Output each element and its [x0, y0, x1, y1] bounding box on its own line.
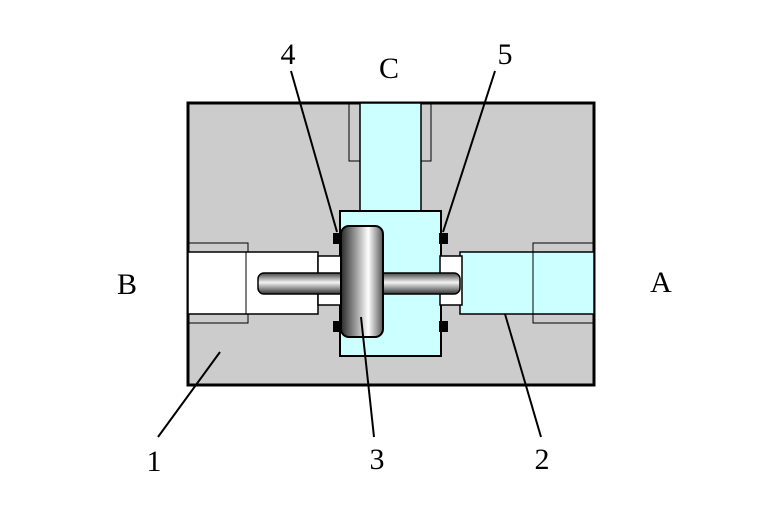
port-c-label: C — [379, 52, 399, 85]
seal-4-lower — [333, 321, 342, 332]
port-a-bore-outer — [532, 242, 595, 324]
leader-line-2 — [504, 313, 542, 438]
leader-line-5 — [442, 70, 496, 233]
callout-1: 1 — [147, 445, 162, 478]
callout-2: 2 — [535, 443, 550, 476]
leader-line-4 — [290, 70, 338, 233]
port-a-label: A — [650, 266, 672, 299]
port-b-label: B — [117, 268, 137, 301]
seal-4-upper — [333, 233, 342, 244]
callout-3: 3 — [370, 443, 385, 476]
port-c-channel — [359, 102, 422, 216]
valve-disc — [340, 225, 384, 338]
leader-line-1 — [157, 351, 221, 438]
leader-line-3 — [360, 316, 375, 438]
callout-4: 4 — [281, 38, 296, 71]
callout-5: 5 — [498, 38, 513, 71]
seal-5-upper — [439, 233, 448, 244]
port-a-channel — [459, 251, 595, 315]
seal-5-lower — [439, 321, 448, 332]
